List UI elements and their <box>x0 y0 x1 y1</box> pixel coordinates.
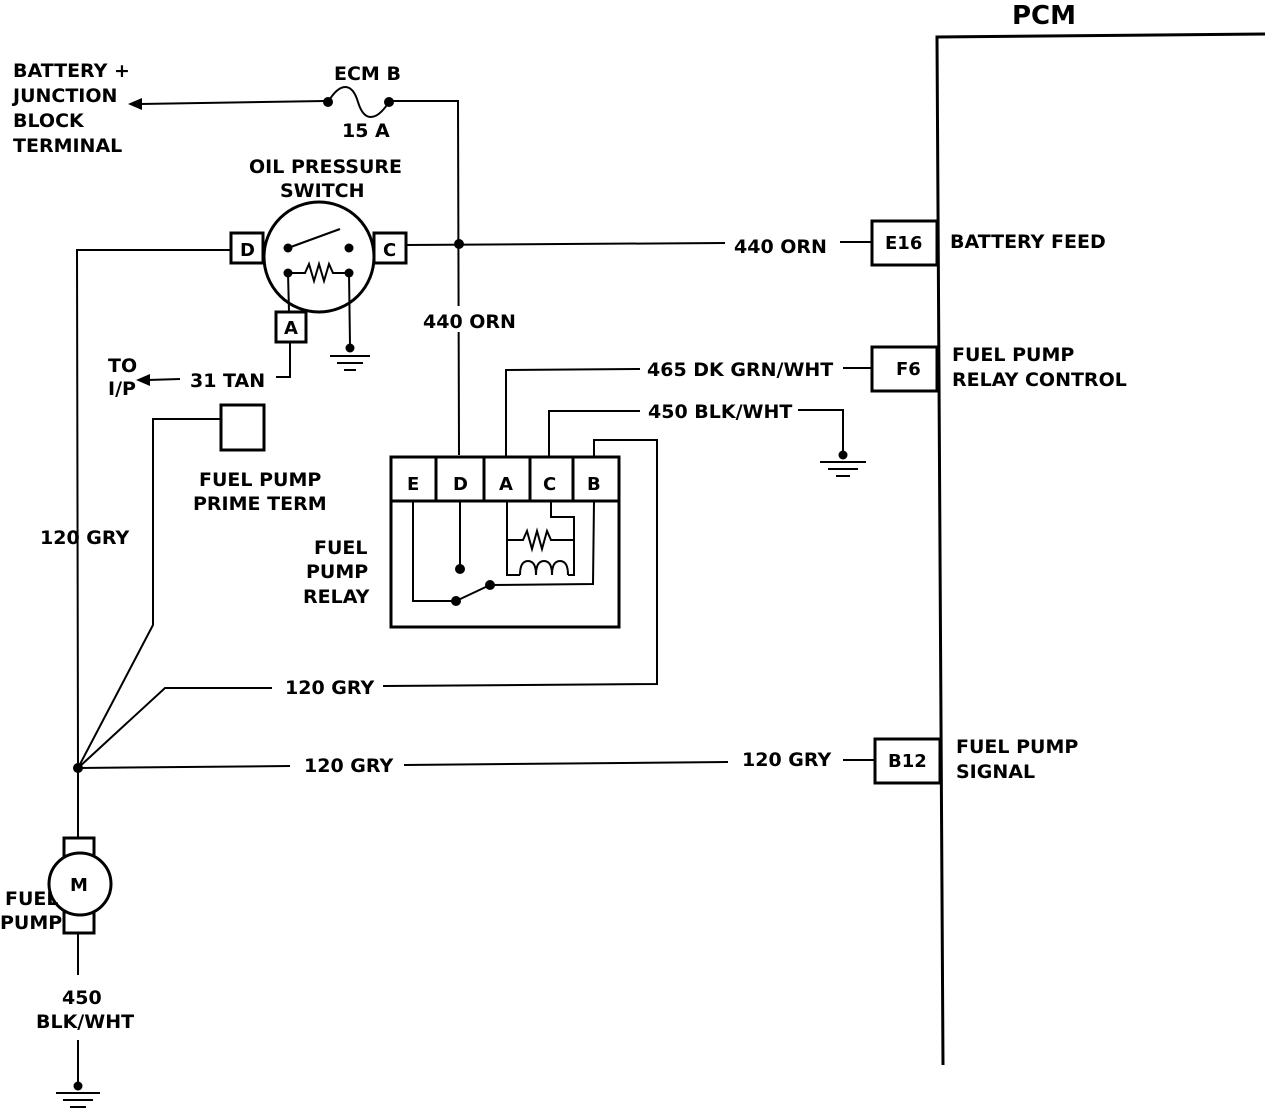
battery-wire <box>139 100 326 105</box>
svg-text:OIL PRESSURE: OIL PRESSURE <box>249 156 402 178</box>
svg-text:C: C <box>543 474 556 495</box>
fuel-pump-motor: M FUEL PUMP 450 BLK/WHT <box>0 768 134 1085</box>
fuse-rating: 15 A <box>342 120 390 142</box>
pcm-pin-b12: B12 FUEL PUMP SIGNAL <box>873 736 1078 785</box>
svg-text:C: C <box>383 240 396 261</box>
wire-label-orn-v: 440 ORN <box>423 311 516 333</box>
oil-switch-resistor-icon <box>288 260 349 285</box>
svg-text:D: D <box>453 474 468 495</box>
svg-text:M: M <box>70 875 88 896</box>
svg-text:FUEL: FUEL <box>5 888 59 910</box>
prime-terminal-box <box>219 403 266 452</box>
pcm-block: PCM <box>935 1 1266 1066</box>
wire-label-tan: 31 TAN <box>190 370 265 392</box>
svg-text:B12: B12 <box>888 751 927 772</box>
svg-text:A: A <box>284 318 298 339</box>
pcm-pin-e16: E16 BATTERY FEED <box>870 219 1106 267</box>
oil-switch-pin-c <box>372 231 408 265</box>
wire-label-grn: 465 DK GRN/WHT <box>647 359 833 381</box>
svg-text:BLK/WHT: BLK/WHT <box>36 1011 134 1033</box>
svg-text:I/P: I/P <box>108 378 136 400</box>
svg-text:BATTERY +: BATTERY + <box>13 60 130 82</box>
fuse-icon <box>327 86 390 118</box>
battery-junction-label: BATTERY + JUNCTION BLOCK TERMINAL <box>11 60 130 157</box>
svg-text:BLOCK: BLOCK <box>13 110 85 132</box>
battery-arrow-icon <box>128 98 142 110</box>
oil-pressure-switch: OIL PRESSURE SWITCH D C A <box>229 156 408 346</box>
oil-switch-contact <box>287 228 341 249</box>
to-ip-label: TO I/P 31 TAN <box>108 342 291 400</box>
svg-text:BATTERY FEED: BATTERY FEED <box>950 231 1106 253</box>
pcm-title: PCM <box>1012 1 1076 31</box>
relay-coil-icon <box>519 559 569 576</box>
svg-text:JUNCTION: JUNCTION <box>11 85 117 107</box>
svg-text:E16: E16 <box>885 233 922 254</box>
svg-text:FUEL PUMP: FUEL PUMP <box>199 469 321 491</box>
svg-text:PUMP: PUMP <box>0 912 62 934</box>
svg-text:RELAY CONTROL: RELAY CONTROL <box>952 369 1127 391</box>
wire-label-gry-low: 120 GRY <box>304 755 393 777</box>
wire-relay-a-f6 <box>505 368 641 457</box>
svg-text:FUEL: FUEL <box>314 537 368 559</box>
fuse-ecm-b: ECM B 15 A <box>323 63 401 142</box>
ground-icon <box>820 450 866 477</box>
wire-switch-c-e16 <box>405 242 726 246</box>
svg-text:RELAY: RELAY <box>303 586 370 608</box>
wire-fuse-to-relay-d <box>389 100 460 456</box>
to-ip-arrow-icon <box>136 374 150 386</box>
oil-switch-pin-d <box>229 231 265 265</box>
relay-contact <box>455 584 491 602</box>
wire-label-gry-mid: 120 GRY <box>285 677 374 699</box>
svg-text:FUEL PUMP: FUEL PUMP <box>956 736 1078 758</box>
svg-text:TO: TO <box>108 355 137 377</box>
wire-label-gry-right: 120 GRY <box>742 749 831 771</box>
fuse-name: ECM B <box>334 63 401 85</box>
wire-label-gry-left: 120 GRY <box>40 527 129 549</box>
wire-label-orn-h: 440 ORN <box>734 236 827 258</box>
svg-text:TERMINAL: TERMINAL <box>13 135 122 157</box>
fuel-pump-prime-term: FUEL PUMP PRIME TERM <box>77 403 327 769</box>
svg-text:E: E <box>407 474 419 495</box>
svg-text:SWITCH: SWITCH <box>280 180 365 202</box>
svg-text:FUEL PUMP: FUEL PUMP <box>952 344 1074 366</box>
fuel-pump-relay: FUEL PUMP RELAY E D A C B <box>303 455 621 629</box>
relay-resistor-icon <box>507 527 566 553</box>
wire-label-blk: 450 BLK/WHT <box>648 401 792 423</box>
wire-pump-b12 <box>77 765 291 769</box>
ground-icon <box>330 343 370 371</box>
wire-relay-c-ground <box>548 410 640 457</box>
wire-relay-b-pump <box>382 439 658 687</box>
pcm-outline <box>935 32 1266 1066</box>
svg-text:PRIME TERM: PRIME TERM <box>193 493 327 515</box>
pcm-pin-f6: F6 FUEL PUMP RELAY CONTROL <box>870 344 1127 393</box>
svg-text:A: A <box>499 474 513 495</box>
motor-icon <box>47 851 113 917</box>
ground-icon <box>56 1081 100 1108</box>
svg-text:450: 450 <box>62 987 102 1009</box>
oil-switch-body <box>262 200 376 314</box>
svg-text:SIGNAL: SIGNAL <box>956 761 1035 783</box>
svg-text:B: B <box>587 474 601 495</box>
svg-text:PUMP: PUMP <box>306 561 368 583</box>
svg-text:D: D <box>240 240 255 261</box>
splice-dot <box>454 239 464 249</box>
wire-switch-d-to-pump <box>75 249 231 769</box>
svg-text:F6: F6 <box>896 359 921 380</box>
